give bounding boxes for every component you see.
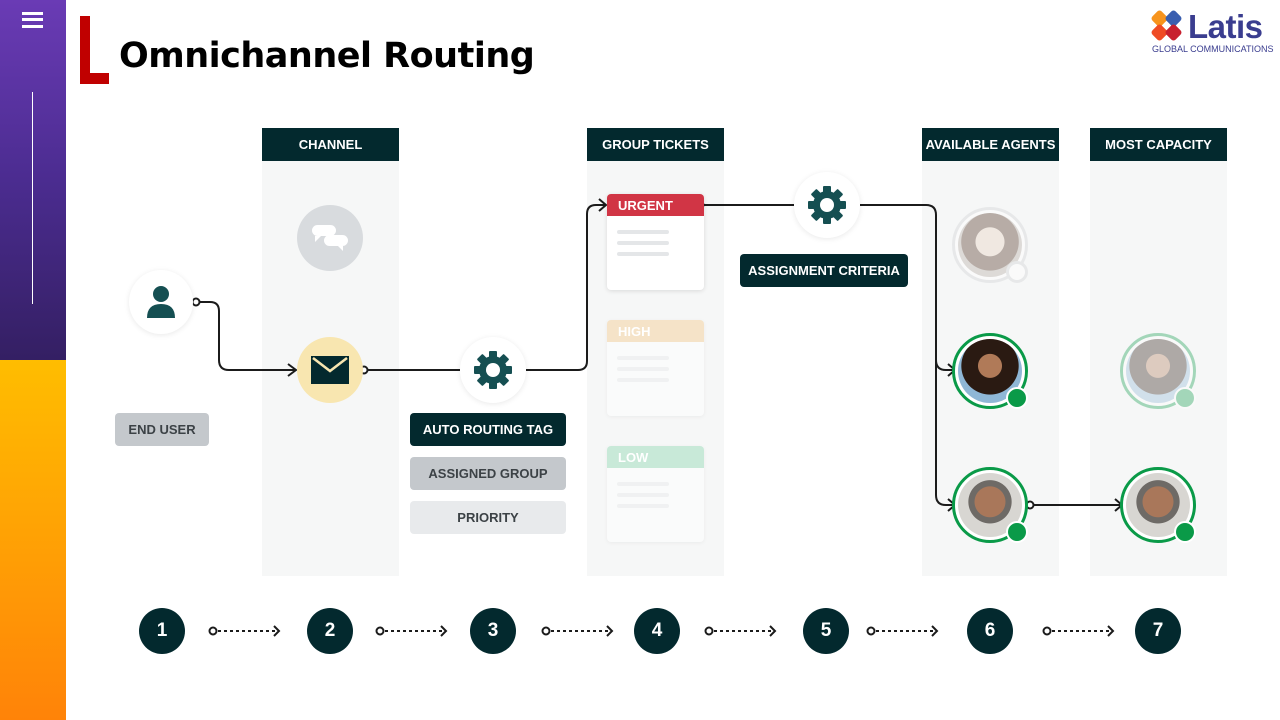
step-3: 3 [470, 608, 516, 654]
assignment-gear-node[interactable] [794, 172, 860, 238]
step-2: 2 [307, 608, 353, 654]
capacity-agent-avatar-selected[interactable] [1120, 467, 1196, 543]
logo-tagline: GLOBAL COMMUNICATIONS [1152, 44, 1274, 54]
column-header-available-agents: AVAILABLE AGENTS [922, 128, 1059, 161]
tag-auto-routing: AUTO ROUTING TAG [410, 413, 566, 446]
gear-icon [808, 186, 846, 224]
column-header-group-tickets: GROUP TICKETS [587, 128, 724, 161]
end-user-node[interactable] [129, 270, 193, 334]
step-4: 4 [634, 608, 680, 654]
connector-user-to-email [199, 301, 296, 371]
hamburger-menu-icon[interactable] [22, 12, 43, 28]
status-online-icon [1006, 387, 1028, 409]
dotted-arrow-icon [866, 625, 939, 637]
ticket-low-header: LOW [607, 446, 704, 468]
status-online-icon [1174, 387, 1196, 409]
sidebar-divider [32, 92, 33, 304]
logo-name: Latis [1188, 8, 1263, 45]
tag-priority: PRIORITY [410, 501, 566, 534]
assignment-criteria-label: ASSIGNMENT CRITERIA [740, 254, 908, 287]
arrow-head-icon [287, 363, 298, 377]
auto-routing-gear-node[interactable] [460, 337, 526, 403]
agent-avatar-online-2[interactable] [952, 467, 1028, 543]
latis-logo-mark-icon [1151, 10, 1182, 41]
email-channel-node[interactable] [297, 337, 363, 403]
chat-bubbles-icon [312, 225, 348, 251]
column-header-channel: CHANNEL [262, 128, 399, 161]
sidebar-top-panel [0, 0, 66, 360]
step-5: 5 [803, 608, 849, 654]
agent-avatar-online-1[interactable] [952, 333, 1028, 409]
sidebar [0, 0, 66, 720]
end-user-label: END USER [115, 413, 209, 446]
dotted-arrow-icon [208, 625, 281, 637]
arrow-head-icon [598, 198, 608, 212]
connector-gear-to-urgent [526, 204, 606, 371]
agent-avatar-offline[interactable] [952, 207, 1028, 283]
connector-criteria-to-agent-3 [935, 360, 955, 506]
dotted-arrow-icon [1042, 625, 1115, 637]
ticket-high-header: HIGH [607, 320, 704, 342]
dotted-arrow-icon [704, 625, 777, 637]
user-icon [147, 286, 175, 318]
chat-channel-node[interactable] [297, 205, 363, 271]
status-online-icon [1006, 521, 1028, 543]
status-online-icon [1174, 521, 1196, 543]
column-header-most-capacity: MOST CAPACITY [1090, 128, 1227, 161]
gear-icon [474, 351, 512, 389]
title-accent-mark [80, 16, 109, 84]
sidebar-bottom-panel [0, 360, 66, 720]
ticket-low[interactable]: LOW [607, 446, 704, 542]
status-offline-icon [1006, 261, 1028, 283]
step-7: 7 [1135, 608, 1181, 654]
tag-assigned-group: ASSIGNED GROUP [410, 457, 566, 490]
envelope-icon [311, 356, 349, 384]
dotted-arrow-icon [541, 625, 614, 637]
step-6: 6 [967, 608, 1013, 654]
page-title: Omnichannel Routing [119, 36, 535, 76]
capacity-agent-avatar-faded[interactable] [1120, 333, 1196, 409]
ticket-urgent-header: URGENT [607, 194, 704, 216]
latis-logo: Latis GLOBAL COMMUNICATIONS [1150, 8, 1275, 58]
ticket-high[interactable]: HIGH [607, 320, 704, 416]
connector-criteria-to-agent-2 [860, 204, 955, 371]
dotted-arrow-icon [375, 625, 448, 637]
column-channel: CHANNEL [262, 128, 399, 576]
step-1: 1 [139, 608, 185, 654]
ticket-urgent[interactable]: URGENT [607, 194, 704, 290]
